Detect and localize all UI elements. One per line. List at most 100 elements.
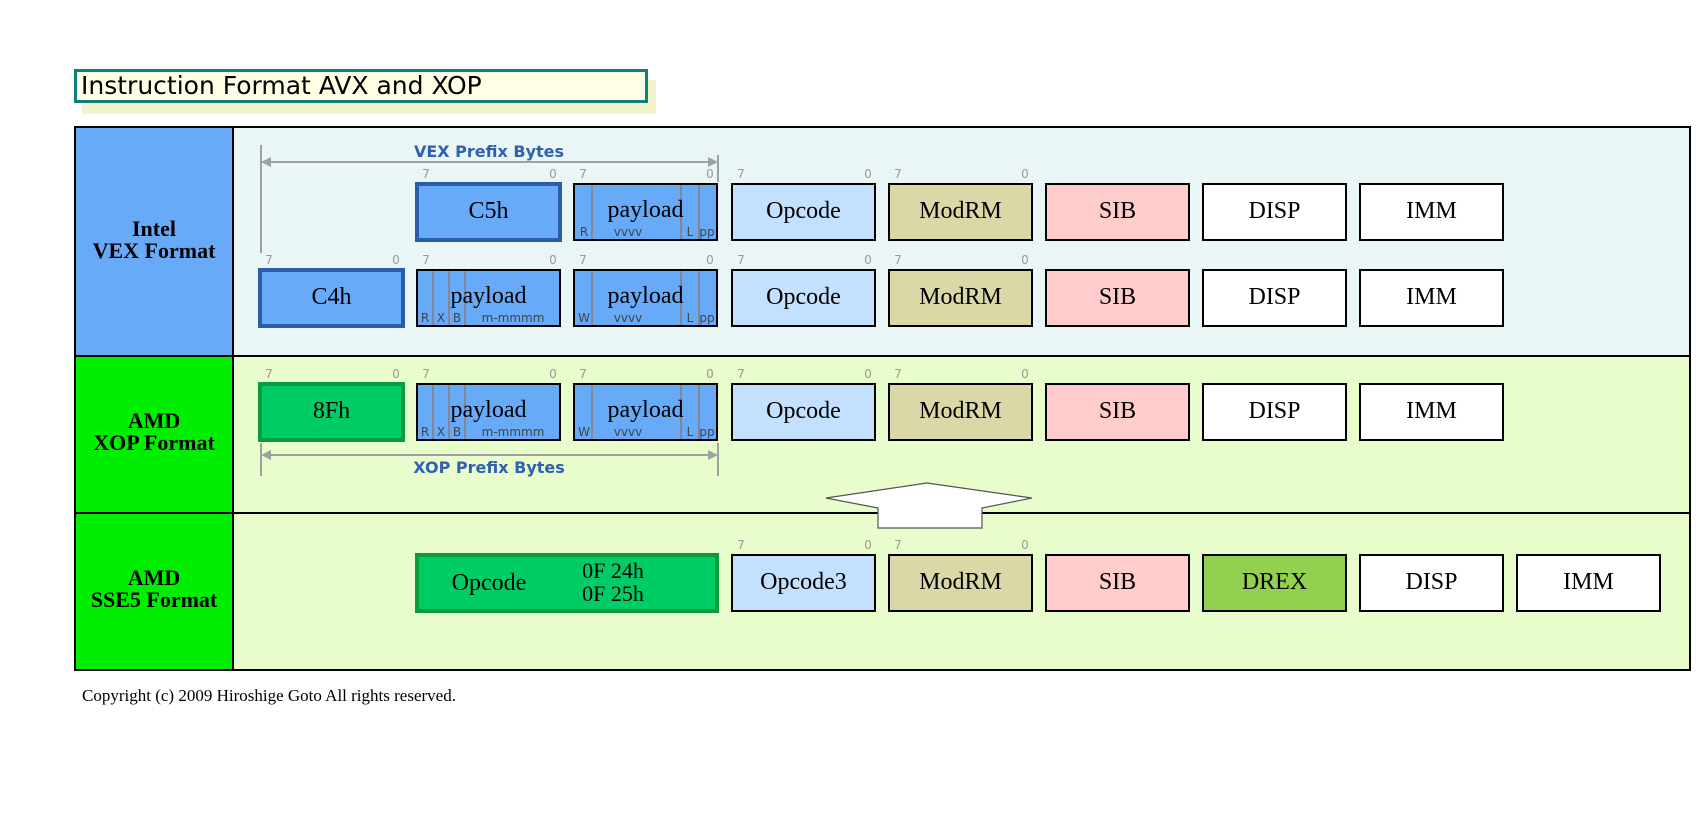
- vex2-payload-box-bit-1: vvvv: [614, 225, 642, 239]
- xop-payload2-box-bit-3: pp: [699, 425, 714, 439]
- xop-payload2-box-bit-2: L: [687, 425, 694, 439]
- vex3-payload1-box: [416, 269, 561, 327]
- vex2-modrm-box-bit-low: 0: [1021, 167, 1029, 181]
- vex2-opcode-box-bit-high: 7: [737, 167, 745, 181]
- sse5-modrm-box-bit-high: 7: [894, 538, 902, 552]
- vex2-opcode-box-bit-low: 0: [864, 167, 872, 181]
- xop-payload2-box-bit-low: 0: [706, 367, 714, 381]
- vex2-imm-box-label: IMM: [1406, 198, 1457, 224]
- sse5-opcode3-box-label: Opcode3: [760, 569, 847, 595]
- xop-payload2-box-bit-1: vvvv: [614, 425, 642, 439]
- xop-modrm-box: [888, 383, 1033, 441]
- xop-payload1-box-label: payload: [451, 397, 527, 423]
- diagram-title: Instruction Format AVX and XOP: [74, 69, 648, 103]
- vex3-payload1-box-bit-0: R: [421, 311, 429, 325]
- copyright-notice: Copyright (c) 2009 Hiroshige Goto All ri…: [82, 686, 456, 705]
- xop-payload1-box-bit-2: B: [453, 425, 461, 439]
- xop-payload2-box: [573, 383, 718, 441]
- xop-8fh-box-bit-high: 7: [265, 367, 273, 381]
- vex2-sib-box-label: SIB: [1099, 198, 1136, 224]
- vex3-sib-box: [1045, 269, 1190, 327]
- vex2-imm-box: [1359, 183, 1504, 241]
- outer-border: [74, 126, 1691, 671]
- intel-label-line1: Intel: [132, 216, 176, 241]
- vex2-opcode-box: [731, 183, 876, 241]
- xop-modrm-box-label: ModRM: [919, 398, 1002, 424]
- xop-opcode-box-bit-low: 0: [864, 367, 872, 381]
- vex3-modrm-box-label: ModRM: [919, 284, 1002, 310]
- vex3-c4h-box-bit-low: 0: [392, 253, 400, 267]
- sse5-label-line2: SSE5 Format: [91, 587, 218, 612]
- vex2-disp-box: [1202, 183, 1347, 241]
- vex2-opcode-box-label: Opcode: [766, 198, 841, 224]
- vex3-payload1-box-bit-1: X: [437, 311, 445, 325]
- xop-8fh-box: [258, 382, 405, 442]
- vex3-payload2-box: [573, 269, 718, 327]
- vex3-payload1-box-bit-3: m-mmmm: [482, 311, 545, 325]
- sse5-disp-box: [1359, 554, 1504, 612]
- sse5-modrm-box: [888, 554, 1033, 612]
- xop-payload1-box-bit-0: R: [421, 425, 429, 439]
- vex3-payload2-box-bit-3: pp: [699, 311, 714, 325]
- vex3-opcode-box-label: Opcode: [766, 284, 841, 310]
- sse5-opcode3-box: [731, 554, 876, 612]
- vex2-payload-box-bit-high: 7: [579, 167, 587, 181]
- xop-opcode-box-label: Opcode: [766, 398, 841, 424]
- vex3-c4h-box-bit-high: 7: [265, 253, 273, 267]
- vex3-sib-box-label: SIB: [1099, 284, 1136, 310]
- vex3-opcode-box-bit-low: 0: [864, 253, 872, 267]
- sse5-opcode-label: Opcode: [452, 570, 527, 596]
- sse5-drex-box: [1202, 554, 1347, 612]
- sse5-disp-box-label: DISP: [1405, 569, 1457, 595]
- vex3-disp-box-label: DISP: [1248, 284, 1300, 310]
- sse5-opcode3-box-bit-low: 0: [864, 538, 872, 552]
- vex2-payload-box: [573, 183, 718, 241]
- vex2-modrm-box-bit-high: 7: [894, 167, 902, 181]
- xop-payload2-box-bit-high: 7: [579, 367, 587, 381]
- sse5-sib-box: [1045, 554, 1190, 612]
- xop-8fh-box-bit-low: 0: [392, 367, 400, 381]
- vex2-payload-box-bit-low: 0: [706, 167, 714, 181]
- xop-opcode-box-bit-high: 7: [737, 367, 745, 381]
- vex3-imm-box: [1359, 269, 1504, 327]
- xop-prefix-bracket: [260, 443, 719, 476]
- xop-label-cell: [75, 356, 233, 513]
- vex2-sib-box: [1045, 183, 1190, 241]
- sse5-modrm-box-bit-low: 0: [1021, 538, 1029, 552]
- sse5-modrm-box-label: ModRM: [919, 569, 1002, 595]
- vex2-payload-box-bit-0: R: [580, 225, 588, 239]
- sse5-drex-box-label: DREX: [1242, 569, 1307, 595]
- vex2-modrm-box-label: ModRM: [919, 198, 1002, 224]
- xop-payload1-box-bit-high: 7: [422, 367, 430, 381]
- vex2-disp-box-label: DISP: [1248, 198, 1300, 224]
- vex3-payload2-box-bit-1: vvvv: [614, 311, 642, 325]
- xop-imm-box-label: IMM: [1406, 398, 1457, 424]
- vex3-payload1-box-label: payload: [451, 283, 527, 309]
- vex2-payload-box-label: payload: [608, 197, 684, 223]
- sse5-label-cell: [75, 513, 233, 670]
- vex3-payload2-box-bit-high: 7: [579, 253, 587, 267]
- xop-payload2-box-bit-0: W: [578, 425, 590, 439]
- vex2-payload-box-bit-2: L: [687, 225, 694, 239]
- vex2-c5h-box-label: C5h: [468, 198, 508, 224]
- sse5-opcode3-box-bit-high: 7: [737, 538, 745, 552]
- xop-label-line1: AMD: [128, 408, 181, 433]
- xop-panel: [233, 356, 1690, 513]
- intel-panel: [233, 127, 1690, 356]
- vex3-payload1-box-bit-high: 7: [422, 253, 430, 267]
- intel-label-line2: VEX Format: [93, 238, 216, 263]
- sse5-imm-box-label: IMM: [1563, 569, 1614, 595]
- xop-sib-box: [1045, 383, 1190, 441]
- vex3-opcode-box-bit-high: 7: [737, 253, 745, 267]
- xop-modrm-box-bit-high: 7: [894, 367, 902, 381]
- vex3-c4h-box-label: C4h: [311, 284, 351, 310]
- xop-sib-box-label: SIB: [1099, 398, 1136, 424]
- vex3-payload1-box-bit-low: 0: [549, 253, 557, 267]
- vex2-payload-box-bit-3: pp: [699, 225, 714, 239]
- sse5-panel: [233, 513, 1690, 670]
- xop-payload1-box-bit-3: m-mmmm: [482, 425, 545, 439]
- xop-disp-box-label: DISP: [1248, 398, 1300, 424]
- vex3-payload1-box-bit-2: B: [453, 311, 461, 325]
- vex2-c5h-box: [415, 182, 562, 242]
- sse5-opcode-box: [415, 553, 719, 613]
